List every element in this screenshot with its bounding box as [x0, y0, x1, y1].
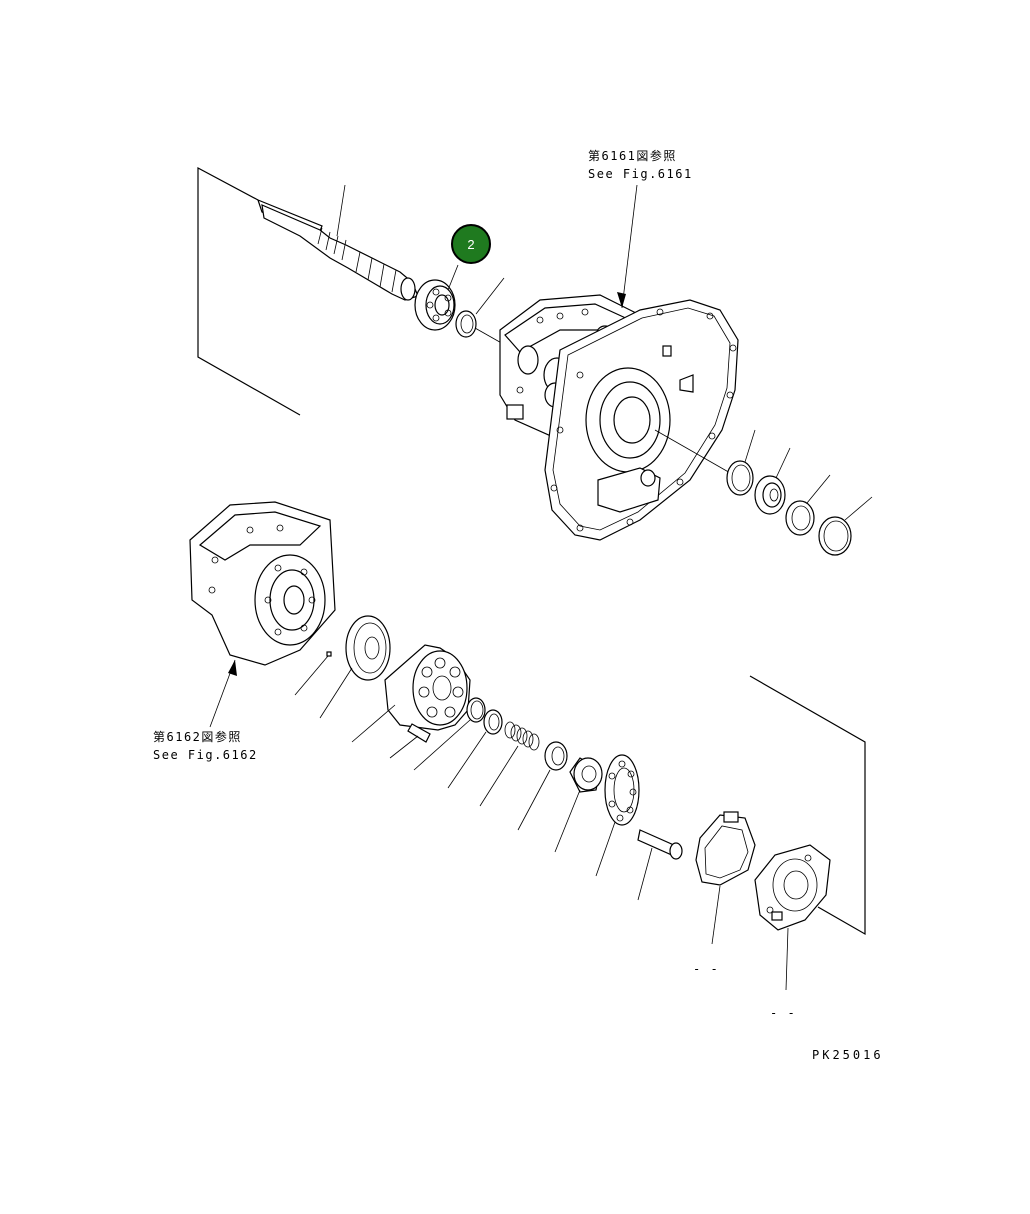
- drawing-code: PK25016: [812, 1048, 884, 1062]
- snap-ring-lower-1: [466, 697, 486, 723]
- lower-group-bracket: [749, 675, 866, 936]
- leader-snap-ring-lower-1: [413, 719, 471, 771]
- leader-valve-plate: [319, 667, 353, 719]
- leader-support-bracket: [785, 927, 789, 991]
- piston-shoe: [637, 829, 683, 860]
- leader-piston-shoe: [637, 847, 653, 901]
- leader-key-pin: [389, 735, 419, 759]
- drive-shaft: [257, 198, 419, 301]
- cylinder-block: [384, 644, 471, 731]
- leader-spring: [479, 745, 519, 807]
- leader-swash-plate: [711, 885, 721, 945]
- callout-2[interactable]: 2: [451, 224, 491, 264]
- leader-snap-ring-upper: [475, 277, 505, 315]
- leader-bushing-right: [775, 447, 791, 479]
- mounting-flange: [544, 299, 739, 541]
- spherical-bushing: [544, 741, 568, 771]
- upper-group-bracket: [197, 167, 301, 416]
- callout-label: 2: [467, 237, 474, 252]
- ref-upper-en: See Fig.6161: [588, 167, 693, 181]
- valve-plate: [345, 615, 391, 681]
- support-bracket: [754, 844, 831, 931]
- spring: [504, 721, 540, 751]
- axis-line-right: [654, 429, 733, 475]
- arrow-ref-lower: [228, 660, 237, 676]
- bearing-part: [414, 279, 456, 331]
- leader-spherical-bushing: [517, 769, 551, 831]
- arrow-ref-upper: [617, 292, 626, 308]
- leader-shaft: [336, 184, 346, 237]
- mark-a: - -: [693, 962, 719, 976]
- ring-right: [785, 500, 815, 536]
- pin: [326, 651, 332, 657]
- pump-housing-lower: [189, 501, 336, 666]
- snap-ring-upper: [455, 310, 477, 338]
- leader-pin: [294, 655, 329, 696]
- snap-ring-right-1: [726, 460, 754, 496]
- leader-cylinder-block: [351, 704, 396, 743]
- ref-upper-jp: 第6161図参照: [588, 148, 677, 163]
- key-pin: [407, 723, 431, 743]
- retainer-plate: [604, 754, 640, 826]
- leader-retainer-guide: [554, 789, 581, 853]
- leader-bearing: [447, 264, 459, 291]
- retainer-guide: [569, 757, 603, 793]
- leader-washer-lower: [447, 731, 487, 789]
- ref-lower-en: See Fig.6162: [153, 748, 258, 762]
- leader-ref-upper: [621, 184, 638, 309]
- leader-snap-ring-right-2: [844, 496, 873, 521]
- ref-lower-jp: 第6162図参照: [153, 729, 242, 744]
- washer-lower: [483, 709, 503, 735]
- swash-plate: [695, 811, 756, 886]
- bushing-right: [754, 475, 786, 515]
- leader-ring-right: [806, 474, 831, 504]
- leader-snap-ring-right-1: [744, 429, 756, 463]
- snap-ring-right-2: [818, 516, 852, 556]
- leader-retainer-plate: [595, 821, 616, 877]
- mark-b: - -: [770, 1006, 796, 1020]
